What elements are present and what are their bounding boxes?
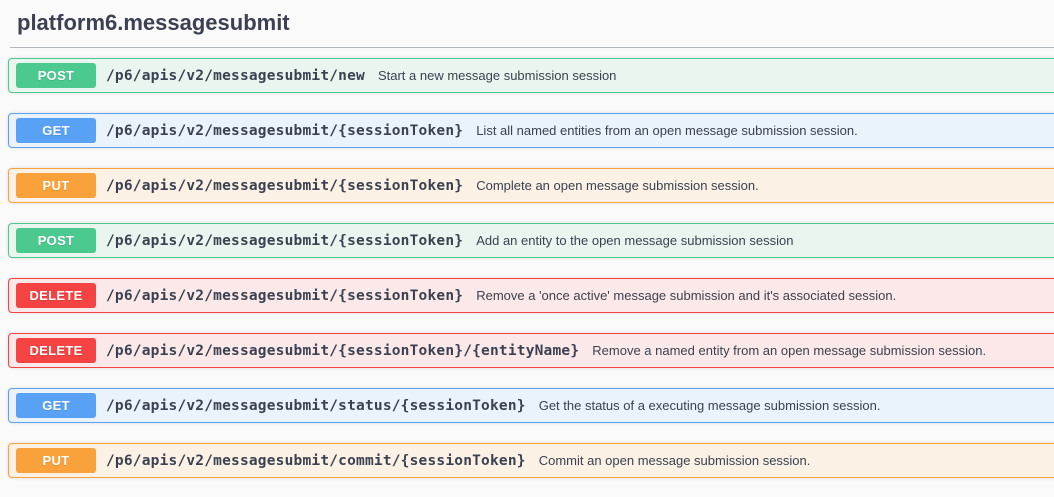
endpoint-row[interactable]: DELETE /p6/apis/v2/messagesubmit/{sessio… bbox=[8, 333, 1054, 368]
endpoint-description: Add an entity to the open message submis… bbox=[476, 233, 794, 248]
endpoint-list: POST /p6/apis/v2/messagesubmit/new Start… bbox=[8, 58, 1054, 478]
endpoint-description: Start a new message submission session bbox=[377, 68, 617, 83]
endpoint-description: Remove a named entity from an open messa… bbox=[592, 343, 987, 358]
endpoint-description: Remove a 'once active' message submissio… bbox=[476, 288, 897, 303]
endpoint-row[interactable]: PUT /p6/apis/v2/messagesubmit/commit/{se… bbox=[8, 443, 1054, 478]
method-badge: PUT bbox=[16, 173, 96, 198]
endpoint-path: /p6/apis/v2/messagesubmit/{sessionToken} bbox=[106, 232, 464, 249]
endpoint-row[interactable]: GET /p6/apis/v2/messagesubmit/status/{se… bbox=[8, 388, 1054, 423]
endpoint-path: /p6/apis/v2/messagesubmit/{sessionToken} bbox=[106, 122, 464, 139]
endpoint-description: Complete an open message submission sess… bbox=[476, 178, 759, 193]
endpoint-row[interactable]: POST /p6/apis/v2/messagesubmit/new Start… bbox=[8, 58, 1054, 93]
endpoint-description: Get the status of a executing message su… bbox=[538, 398, 881, 413]
method-badge: GET bbox=[16, 393, 96, 418]
method-badge: DELETE bbox=[16, 283, 96, 308]
method-badge: POST bbox=[16, 228, 96, 253]
endpoint-path: /p6/apis/v2/messagesubmit/{sessionToken} bbox=[106, 287, 464, 304]
method-badge: POST bbox=[16, 63, 96, 88]
endpoint-path: /p6/apis/v2/messagesubmit/commit/{sessio… bbox=[106, 452, 526, 469]
method-badge: GET bbox=[16, 118, 96, 143]
endpoint-row[interactable]: PUT /p6/apis/v2/messagesubmit/{sessionTo… bbox=[8, 168, 1054, 203]
endpoint-description: Commit an open message submission sessio… bbox=[538, 453, 811, 468]
endpoint-row[interactable]: POST /p6/apis/v2/messagesubmit/{sessionT… bbox=[8, 223, 1054, 258]
page-title: platform6.messagesubmit bbox=[17, 10, 290, 35]
endpoint-row[interactable]: GET /p6/apis/v2/messagesubmit/{sessionTo… bbox=[8, 113, 1054, 148]
endpoint-path: /p6/apis/v2/messagesubmit/{sessionToken} bbox=[106, 177, 464, 194]
endpoint-description: List all named entities from an open mes… bbox=[476, 123, 858, 138]
endpoint-path: /p6/apis/v2/messagesubmit/status/{sessio… bbox=[106, 397, 526, 414]
section-divider bbox=[10, 47, 1054, 48]
endpoint-path: /p6/apis/v2/messagesubmit/{sessionToken}… bbox=[106, 342, 580, 359]
tag-section-header[interactable]: platform6.messagesubmit bbox=[0, 0, 1054, 35]
endpoint-path: /p6/apis/v2/messagesubmit/new bbox=[106, 67, 365, 84]
method-badge: PUT bbox=[16, 448, 96, 473]
endpoint-row[interactable]: DELETE /p6/apis/v2/messagesubmit/{sessio… bbox=[8, 278, 1054, 313]
method-badge: DELETE bbox=[16, 338, 96, 363]
